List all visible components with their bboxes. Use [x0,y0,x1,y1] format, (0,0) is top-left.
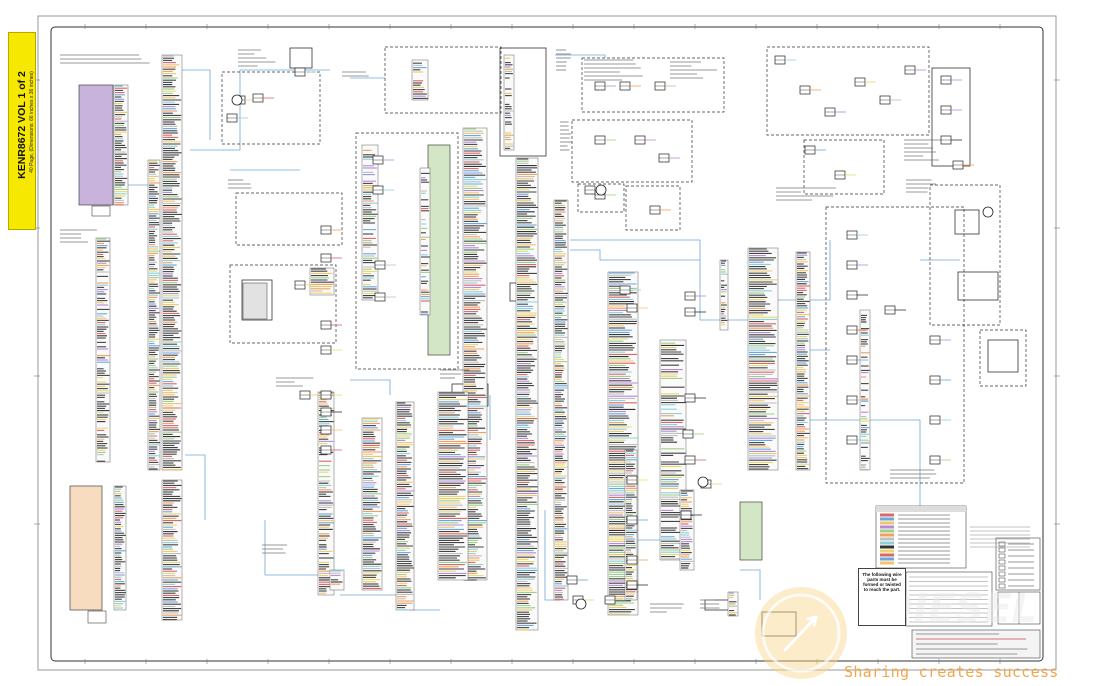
legend-swatch [880,533,894,537]
ecm-connector-block-2-tab [87,610,107,624]
legend-swatch [880,561,894,565]
legend-swatch [880,541,894,545]
sensor-symbol [697,476,709,488]
symbol-glyph [998,583,1006,589]
legend-swatch [880,513,894,517]
sensor-symbol [595,184,607,196]
harness-lines [120,54,960,611]
symbol-glyph [998,541,1006,547]
watermark-logo: DIESEL [755,586,1037,679]
parts-table [905,571,993,627]
legend-swatch [880,557,894,561]
sensor-symbol [575,598,587,610]
legend-swatch [880,549,894,553]
symbol-legend [995,537,1041,591]
wire-column [719,259,729,331]
legend-swatch [880,517,894,521]
symbol-glyph [998,559,1006,565]
group-boundaries [221,46,1027,484]
ecm-connector-block-2 [69,485,103,611]
parts-note-text: The following wire parts must be formed … [862,572,902,592]
drawing-border [50,26,1044,662]
symbol-glyph [998,547,1006,553]
sensor-symbol [231,94,243,106]
watermark-text: Sharing creates success [844,663,1059,681]
connector-symbols [226,55,994,610]
label-text-lines [60,49,952,613]
wire-color-legend [875,505,967,569]
sensor-symbol [982,206,994,218]
legend-swatch [880,521,894,525]
title-block [911,629,1041,659]
document-title: KENR8672 VOL 1 of 2 [16,71,28,179]
legend-swatch [880,553,894,557]
wire-harness-columns [95,54,871,631]
symbol-glyph [998,571,1006,577]
legend-swatch [880,545,894,549]
notes-block [970,526,1030,548]
wire-column [503,54,515,151]
symbol-glyph [998,577,1006,583]
symbol-glyph [998,553,1006,559]
document-title-tab: KENR8672 VOL 1 of 2 40 Page, (Dimensions… [8,32,36,230]
wire-column [419,167,431,316]
outer-frame [37,15,1057,671]
ecm-connector-block-1 [78,84,114,206]
legend-swatch [880,525,894,529]
legend-swatch [880,529,894,533]
legend-swatch [880,537,894,541]
module-block-green-1 [427,144,451,356]
module-block-green-2 [739,501,763,561]
revision-table [997,591,1041,625]
ecm-connector-block-1-tab [91,205,111,217]
watermark-logo-text: DIESEL [880,586,1037,632]
document-subtitle: 40 Page, (Dimensions: 66 inches x 36 inc… [29,71,35,173]
module-block-grey [242,282,268,320]
grid-ticks [34,24,1060,664]
parts-note-box: The following wire parts must be formed … [858,568,906,626]
symbol-glyph [998,565,1006,571]
